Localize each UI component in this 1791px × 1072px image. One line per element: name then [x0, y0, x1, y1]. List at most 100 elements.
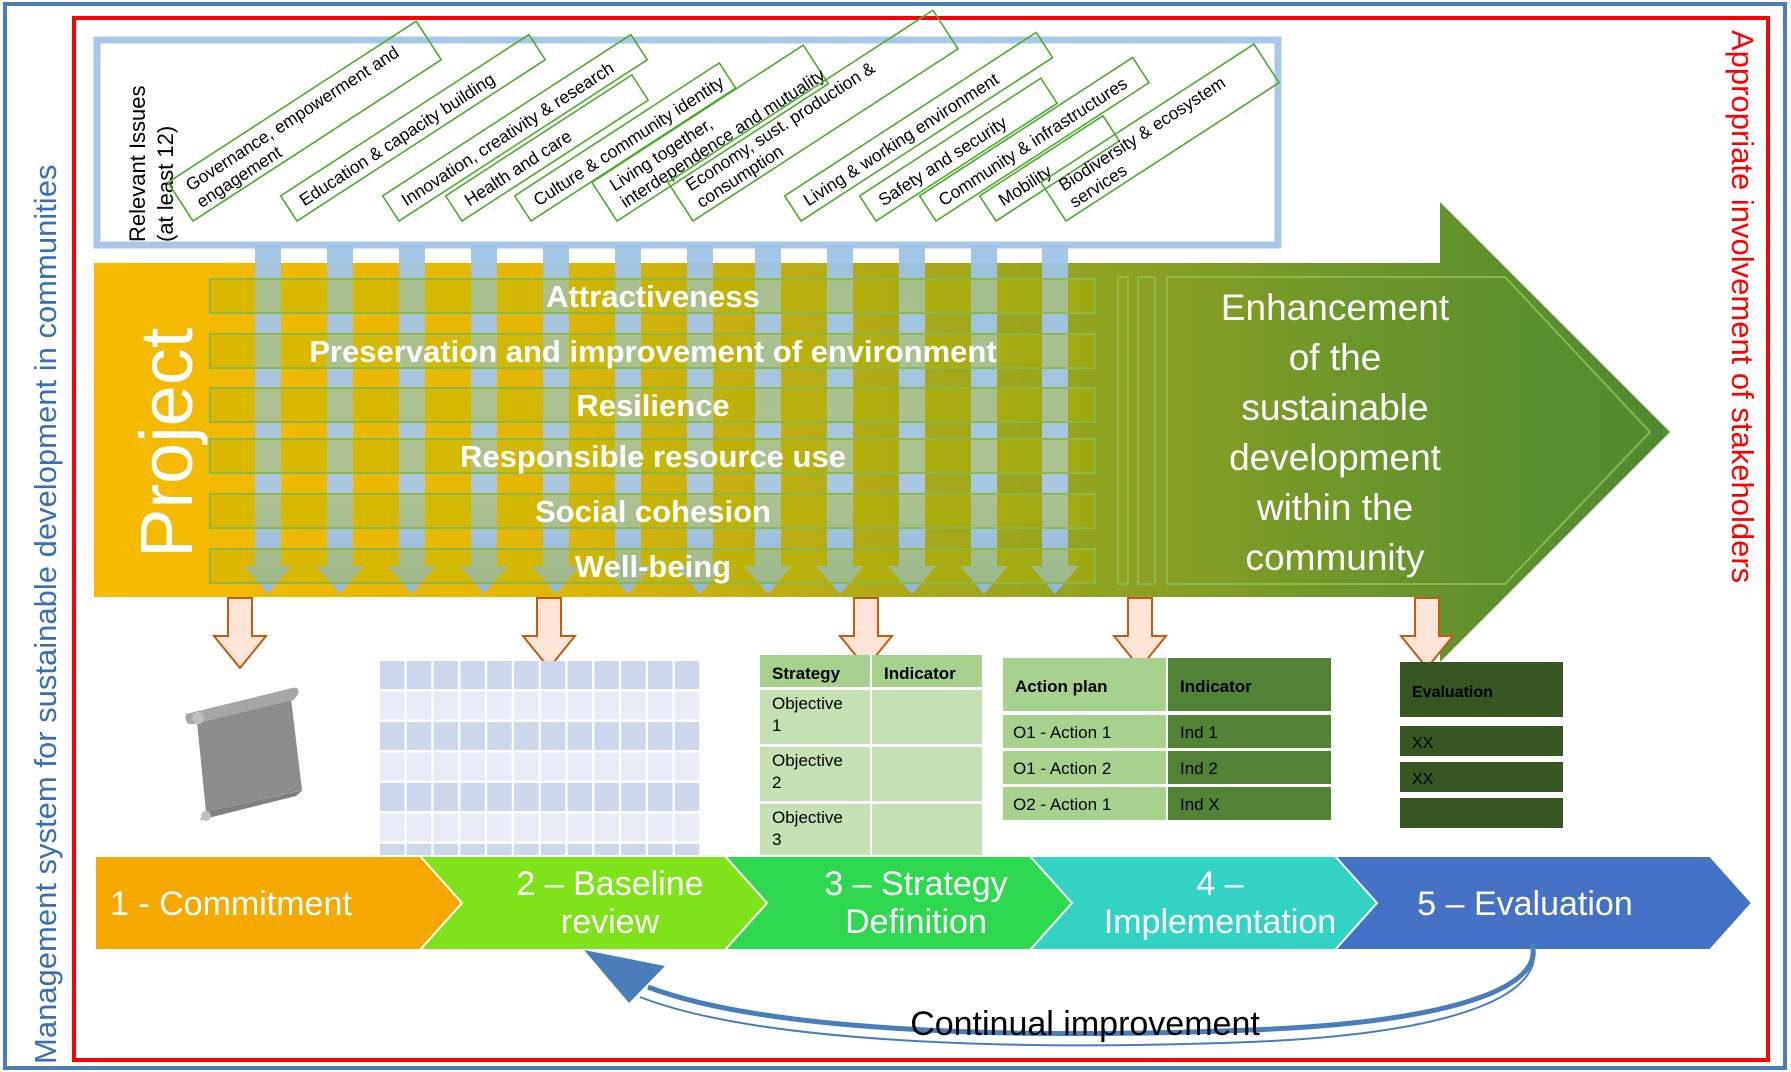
grid-cell	[674, 722, 700, 750]
grid-cell	[460, 691, 485, 720]
step-label: Definition	[845, 903, 987, 941]
step-label: Implementation	[1104, 903, 1336, 941]
purpose-bar	[209, 278, 1096, 314]
grid-cell	[621, 722, 646, 750]
outcome-line: community	[1246, 537, 1425, 578]
issue-down-arrow	[744, 245, 792, 594]
issue-down-arrow	[676, 245, 724, 594]
grid-cell	[594, 813, 619, 842]
grid-cell	[460, 722, 485, 750]
issue-down-arrow	[460, 245, 508, 594]
separator-bar	[1117, 276, 1129, 585]
grid-cell	[621, 661, 646, 689]
grid-cell	[433, 783, 459, 811]
issue-down-arrow	[244, 245, 292, 594]
grid-cell	[433, 813, 459, 842]
grid-cell	[514, 813, 539, 842]
phase-down-arrow	[520, 597, 578, 670]
outcome-line: within the	[1256, 487, 1413, 528]
grid-cell	[540, 722, 566, 750]
outcome-arrow	[1166, 276, 1652, 585]
grid-cell	[540, 661, 566, 689]
evaluation-header: Evaluation	[1412, 684, 1493, 701]
grid-cell	[380, 691, 405, 720]
action-indicator: Ind X	[1180, 795, 1220, 814]
grid-cell	[648, 783, 673, 811]
grid-cell	[567, 691, 593, 720]
issue-down-arrow	[604, 245, 652, 594]
grid-cell	[460, 813, 485, 842]
management-system-frame	[3, 2, 1787, 1070]
grid-cell	[460, 783, 485, 811]
step-label: 5 – Evaluation	[1417, 885, 1633, 923]
evaluation-item: XX	[1412, 771, 1434, 788]
stakeholder-involvement-label: Appropriate involvement of stakeholders	[1725, 30, 1760, 583]
grid-cell	[514, 752, 539, 781]
grid-cell	[380, 722, 405, 750]
grid-cell	[621, 813, 646, 842]
grid-cell	[567, 661, 593, 689]
grid-cell	[674, 752, 700, 781]
project-label: Project	[125, 327, 208, 558]
phase-down-arrows	[211, 597, 1456, 670]
grid-cell	[567, 783, 593, 811]
grid-cell	[674, 813, 700, 842]
phase-down-arrow	[1398, 597, 1456, 670]
grid-cell	[460, 661, 485, 689]
grid-cell	[406, 661, 432, 689]
issue-arrows	[244, 245, 1079, 594]
grid-cell	[514, 661, 539, 689]
grid-cell	[514, 783, 539, 811]
issue-down-arrow	[388, 245, 436, 594]
grid-cell	[648, 752, 673, 781]
grid-cell	[621, 783, 646, 811]
purpose-bar	[209, 548, 1096, 584]
grid-cell	[594, 783, 619, 811]
outcome-line: Enhancement	[1221, 287, 1450, 328]
grid-cell	[594, 691, 619, 720]
step-label: 3 – Strategy	[824, 865, 1007, 903]
outcome-line: of the	[1289, 337, 1382, 378]
grid-cell	[487, 722, 512, 750]
grid-cell	[406, 783, 432, 811]
grid-cell	[674, 661, 700, 689]
grid-cell	[406, 752, 432, 781]
grid-cell	[487, 691, 512, 720]
purpose-bar	[209, 493, 1096, 529]
grid-cell	[514, 691, 539, 720]
grid-cell	[567, 813, 593, 842]
grid-cell	[406, 722, 432, 750]
action-item: O1 - Action 1	[1013, 723, 1111, 742]
action-indicator-header: Indicator	[1180, 677, 1252, 696]
strategy-objective: Objective	[772, 808, 843, 827]
relevant-issues-heading: Relevant Issues (at least 12)	[125, 79, 178, 242]
commitment-scroll-icon	[185, 687, 303, 821]
separator-bar	[1137, 276, 1156, 585]
grid-cell	[433, 722, 459, 750]
evaluation-item: XX	[1412, 735, 1434, 752]
phase-down-arrow	[211, 597, 269, 670]
grid-cell	[406, 813, 432, 842]
grid-cell	[487, 783, 512, 811]
grid-cell	[380, 813, 405, 842]
strategy-objective: 3	[772, 830, 781, 849]
action-indicator: Ind 2	[1180, 759, 1218, 778]
purpose-bar	[209, 387, 1096, 423]
grid-cell	[674, 783, 700, 811]
purpose-label: Social cohesion	[535, 494, 771, 529]
grid-cell	[621, 691, 646, 720]
grid-cell	[540, 752, 566, 781]
grid-cell	[567, 722, 593, 750]
phase-down-arrow	[1111, 597, 1169, 670]
grid-cell	[514, 722, 539, 750]
grid-cell	[487, 752, 512, 781]
strategy-objective: 1	[772, 716, 781, 735]
grid-cell	[567, 752, 593, 781]
grid-cell	[594, 661, 619, 689]
purpose-label: Preservation and improvement of environm…	[309, 334, 996, 369]
step-label: 2 – Baseline	[516, 865, 703, 903]
outcome-line: sustainable	[1241, 387, 1428, 428]
